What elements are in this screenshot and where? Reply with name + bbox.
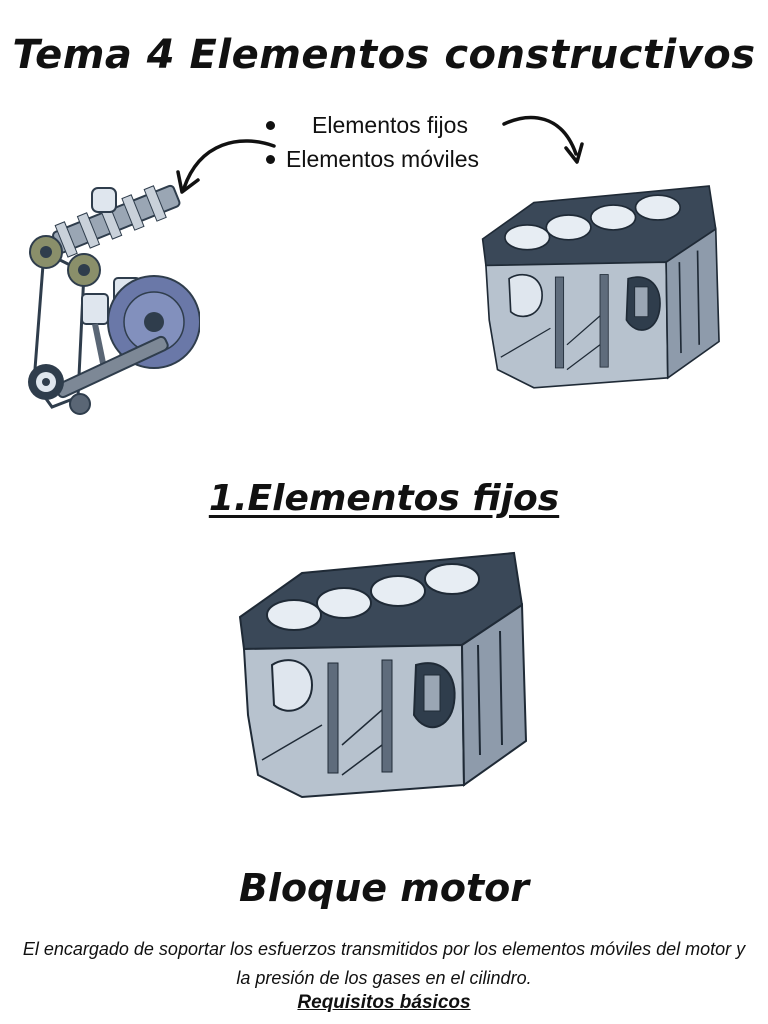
engine-block-illustration <box>481 185 720 389</box>
intro-bullet-list: Elementos fijos Elementos móviles <box>262 108 479 176</box>
list-item: Elementos fijos <box>262 108 479 142</box>
list-item: Elementos móviles <box>262 142 479 176</box>
description-text: El encargado de soportar los esfuerzos t… <box>22 939 746 988</box>
engine-block-illustration-large <box>238 551 528 799</box>
curved-arrow-right-icon <box>502 115 584 164</box>
curved-arrow-left-icon <box>176 139 276 194</box>
bullet-label-moving: Elementos móviles <box>286 146 480 172</box>
subsection-title: Bloque motor <box>238 866 530 910</box>
requirements-link[interactable]: Requisitos básicos <box>297 992 471 1013</box>
page-title: Tema 4 Elementos constructivos <box>12 32 756 78</box>
moving-parts-illustration <box>28 184 200 415</box>
bullet-label-fixed: Elementos fijos <box>312 112 468 138</box>
section-heading: 1.Elementos fijos <box>208 478 560 519</box>
